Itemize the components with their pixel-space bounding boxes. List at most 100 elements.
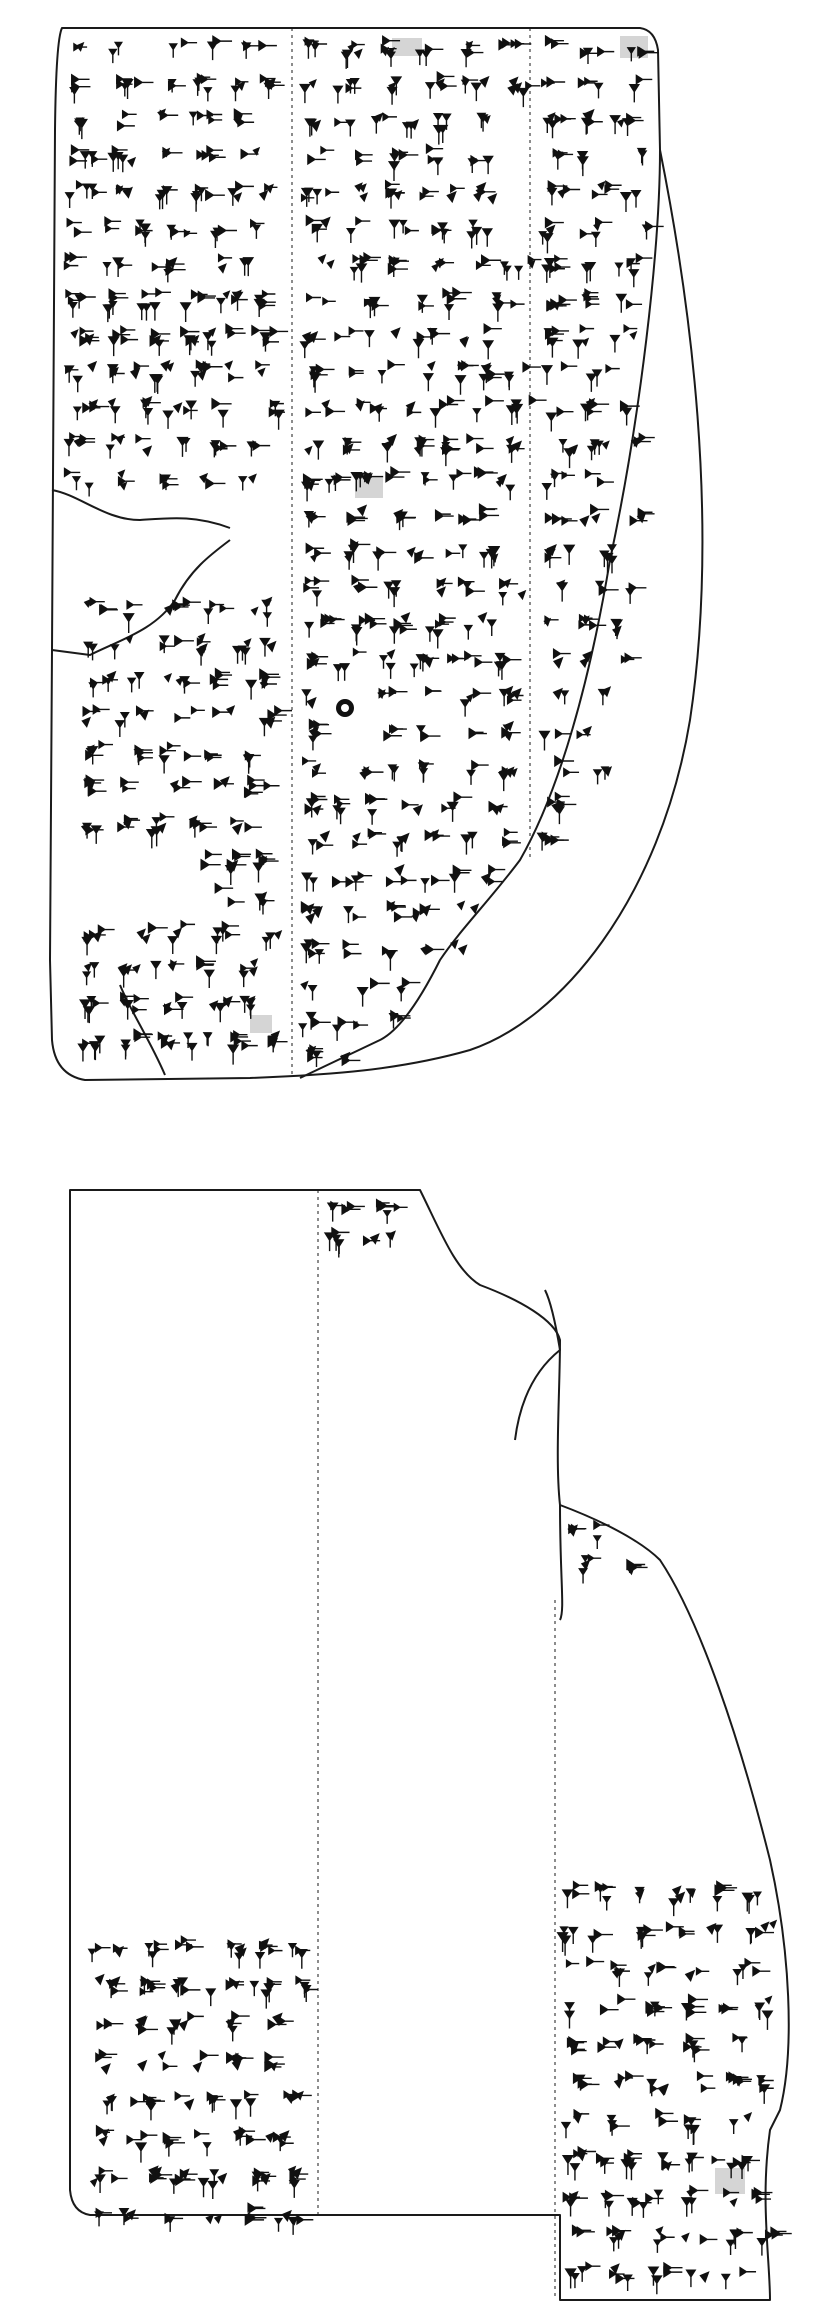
cuneiform-sign	[351, 574, 378, 594]
cuneiform-sign	[298, 78, 317, 104]
cuneiform-sign	[96, 2017, 124, 2031]
cuneiform-sign	[136, 921, 168, 945]
cuneiform-sign	[340, 40, 365, 69]
cuneiform-sign	[136, 287, 171, 321]
cuneiform-sign	[202, 323, 246, 356]
cuneiform-sign	[450, 939, 468, 956]
cuneiform-sign	[626, 1558, 648, 1576]
cuneiform-sign	[732, 2032, 748, 2053]
cuneiform-sign	[560, 2108, 590, 2139]
cuneiform-sign	[154, 185, 178, 210]
cuneiform-sign	[493, 652, 522, 680]
cuneiform-sign	[723, 2187, 740, 2208]
cuneiform-sign	[66, 217, 92, 238]
cuneiform-sign	[600, 2189, 625, 2217]
cuneiform-sign	[167, 919, 196, 954]
cuneiform-sign	[81, 924, 115, 956]
cuneiform-sign	[620, 2148, 643, 2181]
cuneiform-sign	[126, 672, 145, 693]
cuneiform-sign	[326, 1200, 365, 1222]
cuneiform-sign	[665, 1921, 695, 1939]
cuneiform-sign	[706, 1922, 724, 1943]
cuneiform-sign	[503, 361, 541, 391]
cuneiform-sign	[87, 1942, 128, 1963]
cuneiform-sign	[303, 510, 326, 528]
cuneiform-sign	[72, 399, 110, 421]
cuneiform-sign	[576, 151, 589, 177]
cuneiform-sign	[63, 251, 88, 271]
cuneiform-sign	[635, 1924, 663, 1949]
cuneiform-sign	[473, 182, 498, 205]
cuneiform-sign	[135, 433, 153, 457]
cuneiform-sign	[547, 791, 577, 825]
cuneiform-sign	[227, 180, 254, 206]
cuneiform-sign	[107, 397, 121, 424]
obverse-face	[49, 27, 704, 1081]
cuneiform-sign	[543, 325, 570, 358]
cuneiform-sign	[610, 1960, 630, 1988]
cuneiform-sign	[431, 257, 455, 273]
cuneiform-sign	[436, 577, 453, 598]
cuneiform-sign	[345, 216, 371, 243]
cuneiform-sign	[240, 39, 277, 59]
cuneiform-sign	[83, 774, 107, 797]
cuneiform-sign	[334, 326, 364, 342]
cuneiform-sign	[393, 508, 416, 531]
cuneiform-sign	[83, 596, 118, 616]
cuneiform-sign	[109, 634, 134, 660]
cuneiform-sign	[157, 108, 179, 121]
cuneiform-sign	[381, 433, 397, 463]
cuneiform-sign	[579, 46, 615, 64]
cuneiform-sign	[107, 325, 139, 357]
cuneiform-sign	[295, 1975, 318, 2002]
cuneiform-sign	[380, 35, 401, 67]
cuneiform-sign	[425, 685, 442, 697]
cuneiform-sign	[258, 705, 293, 737]
cuneiform-sign	[250, 218, 265, 239]
cuneiform-sign	[387, 147, 419, 181]
cuneiform-sign	[215, 289, 248, 314]
cuneiform-sign	[625, 582, 647, 604]
cuneiform-sign	[756, 2226, 792, 2256]
cuneiform-sign	[556, 1926, 579, 1956]
cuneiform-sign	[306, 651, 329, 670]
cuneiform-sign	[411, 903, 440, 923]
cuneiform-sign	[209, 224, 238, 248]
cuneiform-sign	[120, 1028, 153, 1060]
damage-stipple	[392, 38, 422, 56]
cuneiform-sign	[432, 112, 452, 145]
cuneiform-sign	[164, 596, 201, 616]
cuneiform-sign	[726, 2154, 761, 2180]
cuneiform-sign	[626, 46, 659, 62]
cuneiform-sign	[561, 1880, 590, 1909]
cuneiform-sign	[283, 2089, 312, 2105]
cuneiform-sign	[117, 814, 141, 833]
cuneiform-sign	[476, 112, 491, 132]
cuneiform-sign	[634, 1886, 645, 1904]
cuneiform-sign	[301, 689, 317, 709]
cuneiform-sign	[478, 546, 501, 569]
cuneiform-sign	[203, 599, 235, 625]
cuneiform-sign	[210, 920, 241, 955]
cuneiform-sign	[684, 2152, 726, 2173]
cuneiform-sign	[230, 816, 262, 836]
cuneiform-sign	[122, 599, 143, 634]
cuneiform-sign	[655, 2107, 679, 2128]
cuneiform-sign	[211, 397, 232, 428]
cuneiform-sign	[599, 1993, 636, 2016]
obverse-break-bottom-left	[119, 984, 166, 1076]
cuneiform-sign	[159, 473, 179, 491]
cuneiform-sign	[332, 77, 362, 104]
cuneiform-sign	[238, 958, 259, 988]
cuneiform-sign	[463, 611, 497, 640]
reverse-outline	[69, 1189, 790, 2301]
cuneiform-sign	[363, 296, 389, 319]
cuneiform-sign	[115, 183, 133, 199]
cuneiform-sign	[119, 991, 149, 1020]
cuneiform-sign	[424, 70, 457, 99]
cuneiform-sign	[164, 2212, 184, 2232]
cuneiform-sign	[243, 774, 280, 799]
cuneiform-sign	[217, 253, 233, 274]
cuneiform-sign	[466, 433, 494, 454]
cuneiform-sign	[317, 254, 335, 270]
